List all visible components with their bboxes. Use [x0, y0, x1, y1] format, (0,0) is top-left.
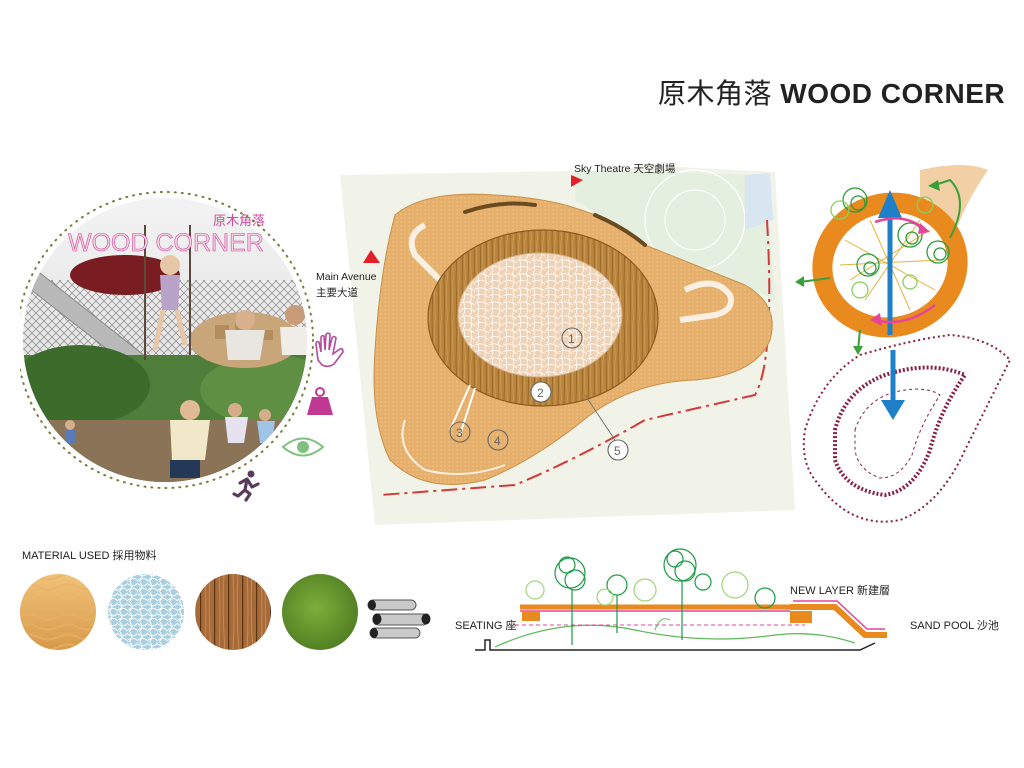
- photo-dotted-ring: [20, 191, 314, 489]
- sky-theatre-arrow: [571, 175, 583, 187]
- concept-trees: [842, 187, 950, 277]
- concept-diagram: [795, 165, 1012, 523]
- marker-3: 3: [449, 421, 471, 443]
- seating-block: [522, 611, 540, 621]
- svg-text:5: 5: [614, 444, 621, 458]
- svg-text:1: 1: [568, 332, 575, 346]
- lawn-area: [575, 170, 775, 300]
- main-avenue-arrow: [363, 250, 380, 263]
- marker-2: 2: [530, 381, 552, 403]
- concept-timber-ring: [812, 192, 968, 338]
- sand-pool-outline: [802, 333, 1012, 523]
- ground-line: [475, 639, 876, 651]
- photo-label-en: WOOD CORNER: [68, 229, 264, 257]
- sand-pool-edge: [790, 604, 887, 638]
- page-title: 原木角落 WOOD CORNER: [658, 77, 1006, 110]
- sky-theatre-label: Sky Theatre 天空劇場: [574, 163, 676, 175]
- hand-icon: [315, 332, 344, 368]
- photo-label-cn: 原木角落: [213, 213, 265, 228]
- grass-swatch: [282, 574, 358, 650]
- rope-net-swatch: [108, 574, 184, 650]
- marker-1: 1: [561, 327, 583, 349]
- svg-text:3: 3: [456, 426, 463, 440]
- main-avenue-label-en: Main Avenue: [316, 271, 377, 283]
- sky-theatre-seating-right: [593, 213, 647, 247]
- materials-heading: MATERIAL USED 採用物料: [22, 550, 157, 562]
- materials-swatches: [20, 574, 431, 650]
- eye-icon: [281, 437, 325, 457]
- section-diagram: [475, 548, 887, 651]
- main-avenue-label-cn: 主要大道: [316, 287, 358, 299]
- green-arrow-icon: [934, 178, 961, 239]
- water-strip: [745, 173, 773, 230]
- marker-5: 5: [607, 439, 629, 461]
- site-plan: 1 2 3 4 5: [340, 165, 795, 525]
- new-layer-label: NEW LAYER 新建層: [790, 585, 891, 597]
- rope-net-area: [457, 252, 623, 378]
- sand-pool-inner: [833, 365, 969, 498]
- timber-swatch: [195, 574, 271, 650]
- weight-icon: [307, 387, 333, 415]
- photo-circle: 原木角落 WOOD CORNER: [20, 191, 314, 489]
- svg-text:4: 4: [494, 434, 501, 448]
- section-trees: [554, 548, 776, 645]
- runner-icon: [232, 470, 260, 502]
- marker-4: 4: [487, 429, 509, 451]
- svg-text:2: 2: [537, 386, 544, 400]
- sky-theatre-seating-left: [463, 201, 537, 214]
- seating-label: SEATING 座: [455, 620, 517, 632]
- sand-swatch: [20, 574, 96, 650]
- site-boundary-line: [379, 219, 771, 496]
- sand-pool-label: SAND POOL 沙池: [910, 620, 999, 632]
- steel-pipe-icon: [367, 599, 431, 639]
